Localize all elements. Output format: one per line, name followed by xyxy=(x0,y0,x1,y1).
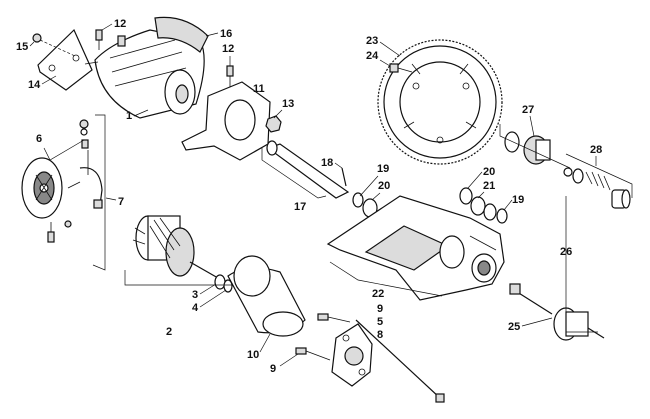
part-28-spring xyxy=(572,168,631,209)
part-9-bolt-upper xyxy=(317,313,351,323)
callout-3: 3 xyxy=(192,289,198,301)
callout-24: 24 xyxy=(366,50,379,62)
part-9-bolt-lower xyxy=(295,347,331,361)
part-7-brush-hardware xyxy=(47,119,103,243)
part-2-armature xyxy=(132,215,219,279)
callout-25: 25 xyxy=(508,321,520,333)
callout-12-side: 12 xyxy=(222,43,234,55)
callout-16: 16 xyxy=(220,28,232,40)
callout-23: 23 xyxy=(366,35,378,47)
part-20-washer-right xyxy=(459,187,473,205)
callout-12-top: 12 xyxy=(114,18,126,30)
callout-8: 8 xyxy=(377,329,383,341)
part-18-pin xyxy=(341,167,347,187)
callout-20-left: 20 xyxy=(378,180,390,192)
part-12-bolt-side xyxy=(226,65,234,88)
part-1-starter-motor xyxy=(84,29,205,119)
callout-10: 10 xyxy=(247,349,259,361)
part-13-nut xyxy=(265,115,282,133)
callout-17: 17 xyxy=(294,201,306,213)
callout-27: 27 xyxy=(522,104,534,116)
part-19-washer-right xyxy=(496,208,508,224)
part-27-pinion xyxy=(504,131,573,177)
part-5-end-plate xyxy=(331,323,373,387)
callout-21: 21 xyxy=(483,180,495,192)
callout-11: 11 xyxy=(253,83,265,95)
callout-26: 26 xyxy=(560,246,572,258)
part-23-ring-gear xyxy=(377,39,503,165)
callout-14: 14 xyxy=(28,79,41,91)
part-4-washer xyxy=(223,279,233,293)
callout-7: 7 xyxy=(118,196,124,208)
callout-19-left: 19 xyxy=(377,163,389,175)
part-24-bolt xyxy=(389,63,413,73)
callout-20-right: 20 xyxy=(483,166,495,178)
part-17-shaft xyxy=(266,140,350,199)
part-10-housing xyxy=(227,255,306,337)
part-12-bolt-top xyxy=(95,29,103,50)
callout-1: 1 xyxy=(126,110,132,122)
part-15-bolt xyxy=(32,33,76,57)
callout-4: 4 xyxy=(192,302,199,314)
callout-2: 2 xyxy=(166,326,172,338)
callout-9-lower: 9 xyxy=(270,363,276,375)
part-14-bracket xyxy=(37,28,93,91)
part-16-cover xyxy=(154,16,209,53)
callout-18: 18 xyxy=(321,157,333,169)
part-19-washer-left xyxy=(352,192,364,208)
part-8-through-bolt xyxy=(355,319,445,403)
callout-13: 13 xyxy=(282,98,294,110)
callout-5: 5 xyxy=(377,316,383,328)
callout-28: 28 xyxy=(590,144,602,156)
part-22-drive-housing xyxy=(326,195,505,301)
part-6-end-cap xyxy=(21,157,63,219)
part-20-washer-right-2 xyxy=(483,203,497,221)
callout-19-right: 19 xyxy=(512,194,524,206)
callout-9-upper: 9 xyxy=(377,303,383,315)
group-brush-bracket xyxy=(92,114,106,271)
callout-22: 22 xyxy=(372,288,384,300)
part-25-drive-shaft xyxy=(509,283,605,341)
part-11-mount-bracket xyxy=(181,81,271,161)
callout-6: 6 xyxy=(36,133,42,145)
callout-15: 15 xyxy=(16,41,28,53)
part-21-washer xyxy=(470,196,486,216)
